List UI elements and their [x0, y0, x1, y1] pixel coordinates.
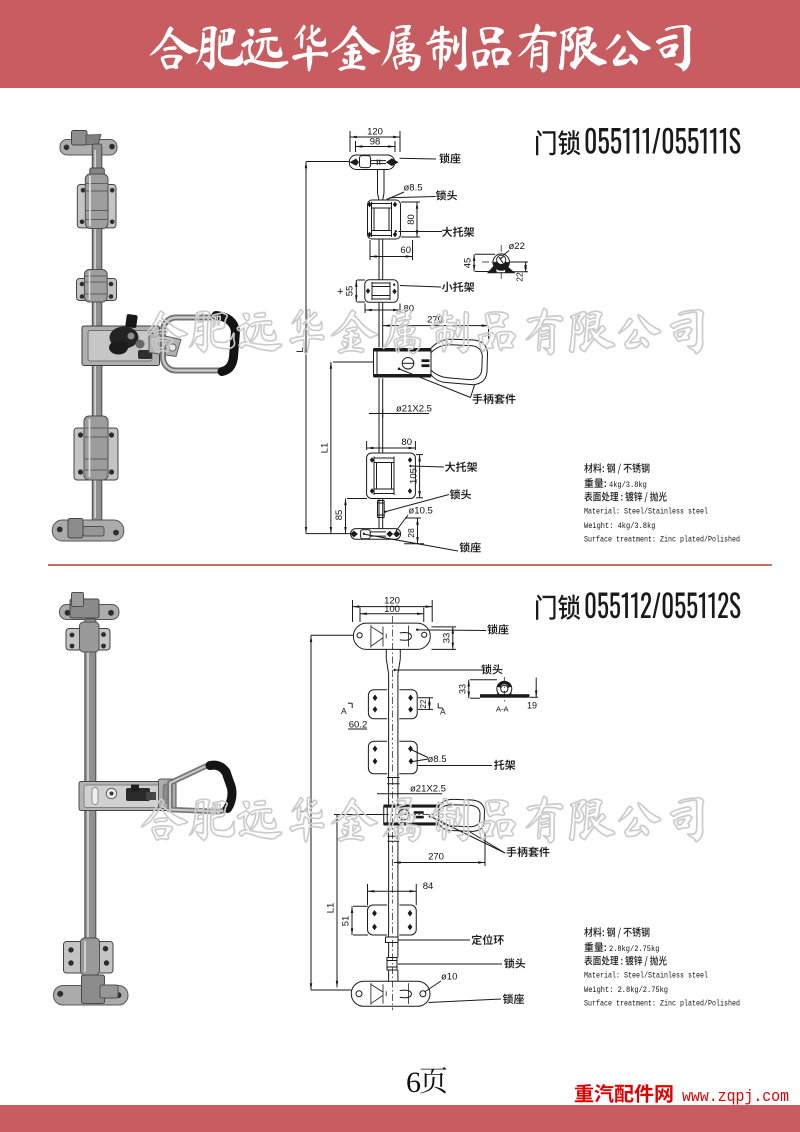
svg-text:60: 60 — [400, 245, 411, 256]
svg-text:33: 33 — [442, 633, 453, 644]
svg-text:22: 22 — [515, 272, 525, 282]
svg-text:270: 270 — [427, 315, 443, 326]
svg-text:Surface treatment: Zinc plated: Surface treatment: Zinc plated/Polished — [584, 535, 740, 545]
svg-text:Material: Steel/Stainless stee: Material: Steel/Stainless steel — [584, 971, 708, 981]
svg-text:ø21X2.5: ø21X2.5 — [410, 784, 446, 795]
svg-text:28: 28 — [406, 528, 416, 538]
svg-text:Weight: 4kg/3.8kg: Weight: 4kg/3.8kg — [584, 521, 655, 531]
svg-text:60.2: 60.2 — [349, 720, 368, 731]
svg-text:33: 33 — [458, 684, 468, 694]
svg-text:100: 100 — [384, 604, 400, 615]
svg-text:ø8.5: ø8.5 — [404, 183, 423, 194]
svg-text:A: A — [341, 706, 347, 716]
svg-text:120: 120 — [384, 596, 400, 607]
svg-text:L: L — [295, 347, 306, 352]
svg-text:Weight: 2.8kg/2.75kg: Weight: 2.8kg/2.75kg — [584, 985, 668, 995]
svg-text:A: A — [440, 707, 446, 717]
svg-text:Material: Steel/Stainless stee: Material: Steel/Stainless steel — [584, 507, 708, 517]
svg-text:84: 84 — [423, 881, 434, 892]
svg-text:A-A: A-A — [496, 705, 509, 714]
svg-text:98: 98 — [370, 137, 381, 148]
svg-text:www.zqpj.com: www.zqpj.com — [682, 1087, 789, 1106]
svg-text:2.8kg/2.75kg: 2.8kg/2.75kg — [609, 944, 659, 954]
svg-text:80: 80 — [401, 437, 412, 448]
svg-text:L1: L1 — [320, 443, 331, 454]
svg-text:ø10: ø10 — [441, 972, 457, 983]
svg-text:55: 55 — [345, 286, 356, 297]
svg-text:6: 6 — [406, 1066, 421, 1099]
svg-text:Surface treatment: Zinc plated: Surface treatment: Zinc plated/Polished — [584, 999, 740, 1009]
svg-text:85: 85 — [334, 510, 345, 521]
svg-text:120: 120 — [367, 127, 383, 138]
svg-text:ø8.5: ø8.5 — [428, 754, 447, 765]
svg-text:51: 51 — [341, 916, 352, 927]
svg-text:19: 19 — [527, 701, 537, 711]
svg-text:4kg/3.8kg: 4kg/3.8kg — [609, 480, 647, 490]
svg-text:ø21X2.5: ø21X2.5 — [396, 404, 432, 415]
svg-text:45: 45 — [463, 258, 474, 269]
svg-text:105: 105 — [409, 468, 420, 484]
svg-text:+: + — [337, 286, 343, 298]
svg-text:80: 80 — [406, 214, 417, 225]
svg-text:ø22: ø22 — [509, 241, 525, 252]
svg-text:22: 22 — [419, 699, 428, 708]
svg-text:270: 270 — [428, 852, 444, 863]
svg-text:L1: L1 — [326, 903, 337, 914]
svg-text:ø10.5: ø10.5 — [409, 506, 433, 517]
